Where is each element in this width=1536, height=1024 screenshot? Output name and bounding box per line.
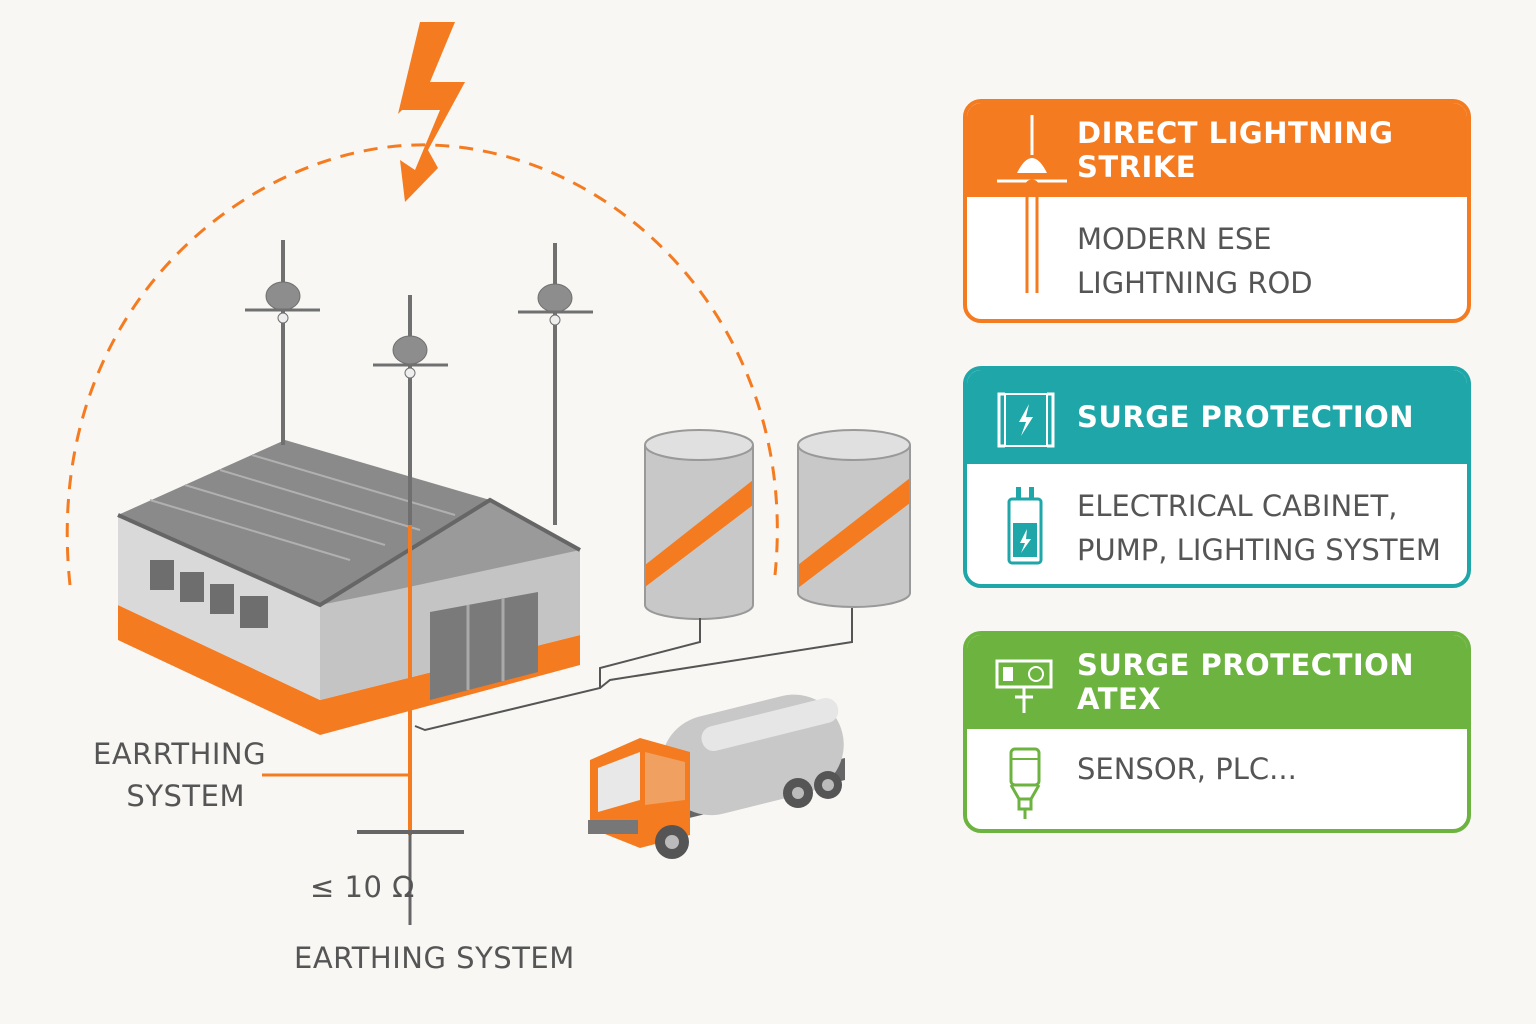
card-header: DIRECT LIGHTNING STRIKE xyxy=(967,103,1467,197)
ese-lightning-rod xyxy=(245,240,320,445)
storage-tank xyxy=(644,429,754,620)
card-line: ELECTRICAL CABINET, xyxy=(1077,489,1398,523)
tanker-truck xyxy=(588,694,845,859)
card-title: DIRECT LIGHTNING STRIKE xyxy=(1077,116,1394,184)
card-body: SENSOR, PLC... xyxy=(967,729,1467,791)
earthing-side-line-1: EARRTHING xyxy=(93,737,267,771)
card-title: SURGE PROTECTION xyxy=(1077,400,1415,434)
card-surge-protection-atex: SURGE PROTECTION ATEX SENSOR, PLC... xyxy=(963,631,1471,833)
card-direct-lightning-strike: DIRECT LIGHTNING STRIKE MODERN ESE LIGHT… xyxy=(963,99,1471,323)
lightning-protection-scene xyxy=(65,22,911,925)
atex-device-icon xyxy=(995,659,1053,713)
sensor-icon xyxy=(1009,747,1041,819)
card-title: SURGE PROTECTION ATEX xyxy=(1077,648,1415,716)
protection-zone-arc xyxy=(65,143,779,586)
grounding-cable xyxy=(599,608,853,689)
surge-panel-icon xyxy=(997,392,1055,448)
lightning-bolt-icon xyxy=(398,22,465,202)
card-surge-protection: SURGE PROTECTION ELECTRICAL CABINET, PUM… xyxy=(963,366,1471,588)
card-header: SURGE PROTECTION xyxy=(967,370,1467,464)
surge-arrester-icon xyxy=(1007,487,1043,565)
earthing-side-line-2: SYSTEM xyxy=(126,779,245,813)
grounding-cable xyxy=(414,618,701,732)
warehouse-building xyxy=(117,440,581,735)
ese-lightning-rod xyxy=(518,243,593,525)
ese-lightning-rod-icon xyxy=(997,115,1067,293)
card-line: MODERN ESE xyxy=(1077,222,1272,256)
earthing-system-bottom-label: EARTHING SYSTEM xyxy=(294,941,575,975)
card-line: PUMP, LIGHTING SYSTEM xyxy=(1077,533,1441,567)
resistance-label: ≤ 10 Ω xyxy=(310,870,415,904)
earthing-system-side-label: EARRTHING SYSTEM xyxy=(93,733,267,817)
card-line: LIGHTNING ROD xyxy=(1077,266,1313,300)
card-line: SENSOR, PLC... xyxy=(1077,752,1297,786)
storage-tank xyxy=(797,429,911,608)
card-body: MODERN ESE LIGHTNING ROD xyxy=(967,197,1467,305)
card-body: ELECTRICAL CABINET, PUMP, LIGHTING SYSTE… xyxy=(967,464,1467,572)
